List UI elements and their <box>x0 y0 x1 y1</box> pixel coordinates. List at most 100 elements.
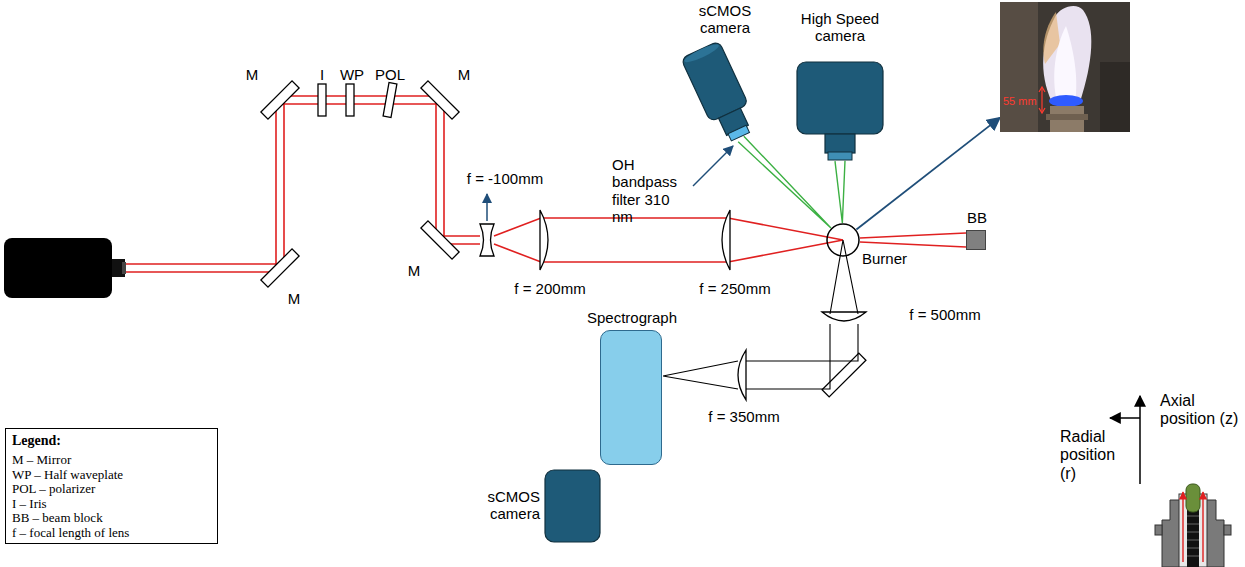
axis-arrow <box>1139 396 1141 484</box>
burner-circle <box>827 224 859 256</box>
laser-beam <box>126 96 843 272</box>
beam-connector <box>860 233 966 247</box>
optic-element <box>318 83 397 118</box>
node-label: 55 mm <box>1003 95 1047 108</box>
optics-label: Axial position (z) <box>1160 392 1242 429</box>
camera-icon <box>681 41 760 146</box>
flame-photo <box>1000 2 1130 132</box>
camera-icon <box>797 62 883 134</box>
legend-text: BB – beam block <box>12 510 103 525</box>
mirror <box>421 221 459 259</box>
flame-photo <box>1054 26 1076 102</box>
legend-text: I – Iris <box>12 496 47 511</box>
flame-photo <box>1043 6 1091 102</box>
collection-beam <box>663 361 738 389</box>
laser-beam <box>126 96 480 264</box>
burner-section <box>1186 484 1200 512</box>
camera-icon <box>828 152 852 160</box>
camera-icon: sCMOS camera <box>680 40 770 155</box>
optics-label: M <box>286 290 302 307</box>
mirror <box>261 81 866 397</box>
lens <box>738 350 746 400</box>
optics-label: f = 250mm <box>685 280 785 297</box>
collection-beam <box>746 324 858 389</box>
camera-icon <box>683 42 721 65</box>
spectrograph-box: Spectrograph <box>600 330 662 465</box>
legend-row: BB – beam block <box>12 511 212 526</box>
optics-label: I <box>314 66 330 83</box>
lens <box>540 210 548 270</box>
optics-label: M <box>406 262 422 279</box>
node-label: Spectrograph <box>566 309 698 326</box>
node-label: Burner <box>862 250 922 267</box>
flame-photo <box>1049 95 1083 107</box>
lens <box>480 210 866 400</box>
beam-connector <box>738 136 831 228</box>
optics-label: Radial position (r) <box>1060 428 1132 483</box>
optics-label: f = 500mm <box>895 306 995 323</box>
legend-row: M – Mirror <box>12 453 212 468</box>
laser-beam <box>126 104 480 272</box>
legend-row: WP – Half waveplate <box>12 468 212 483</box>
legend-row: f – focal length of lens <box>12 526 212 541</box>
leader-arrow <box>693 146 733 186</box>
legend-text: M – Mirror <box>12 452 71 467</box>
mirror <box>822 353 866 397</box>
flame-photo <box>1000 2 1130 132</box>
lens <box>480 224 494 256</box>
optic-element <box>318 84 326 116</box>
camera-icon <box>728 125 750 141</box>
camera-icon: sCMOS camera <box>545 470 600 542</box>
node-label: sCMOS camera <box>470 488 540 523</box>
flame-photo <box>1041 88 1042 112</box>
legend-text: POL – polarizer <box>12 481 95 496</box>
beam-connector <box>835 161 845 223</box>
optics-label: M <box>456 66 472 83</box>
camera-icon: High Speed camera <box>795 62 885 167</box>
optics-label: f = -100mm <box>450 170 560 187</box>
laser-source <box>112 259 125 277</box>
axis-arrow <box>1110 417 1140 419</box>
legend-text: WP – Half waveplate <box>12 467 123 482</box>
laser-source <box>122 262 126 274</box>
burner-section <box>1187 516 1199 556</box>
node-label: High Speed camera <box>790 10 890 45</box>
camera-icon <box>825 134 855 153</box>
node-label: sCMOS camera <box>685 2 765 37</box>
laser-source <box>4 238 126 298</box>
flame-photo <box>1039 87 1045 113</box>
flame-photo: 55 mm <box>1000 2 1130 132</box>
optics-label: Legend: <box>12 433 212 449</box>
legend-row: I – Iris <box>12 497 212 512</box>
camera-icon <box>545 470 600 542</box>
burner-section <box>1202 492 1203 562</box>
optics-label: OH bandpass filter 310 nm <box>612 156 688 225</box>
optics-label: M <box>244 66 260 83</box>
optics-label: POL <box>370 66 410 83</box>
camera-icon <box>545 470 600 542</box>
laser-source <box>4 238 112 298</box>
burner-section <box>1155 484 1231 567</box>
optics-label: f = 350mm <box>694 408 794 425</box>
flame-photo <box>1100 62 1130 132</box>
burner-section <box>1224 525 1231 535</box>
mirror <box>421 81 459 119</box>
optics-label: WP <box>335 66 369 83</box>
optics-label: f = 200mm <box>500 280 600 297</box>
burner-section <box>1182 492 1183 562</box>
burner-section <box>1155 525 1162 535</box>
lens <box>722 210 730 270</box>
pointer-arrow <box>486 194 488 221</box>
axis-arrow <box>1110 396 1140 484</box>
flame-photo <box>1046 114 1088 120</box>
camera-icon <box>795 62 885 167</box>
collection-beam <box>663 240 858 389</box>
mirror <box>261 249 299 287</box>
flame-photo <box>1000 2 1038 132</box>
optic-element <box>346 84 354 116</box>
burner-section <box>1187 510 1199 567</box>
beam-connector <box>856 118 1000 230</box>
legend-row: POL – polarizer <box>12 482 212 497</box>
optic-element <box>383 83 397 118</box>
